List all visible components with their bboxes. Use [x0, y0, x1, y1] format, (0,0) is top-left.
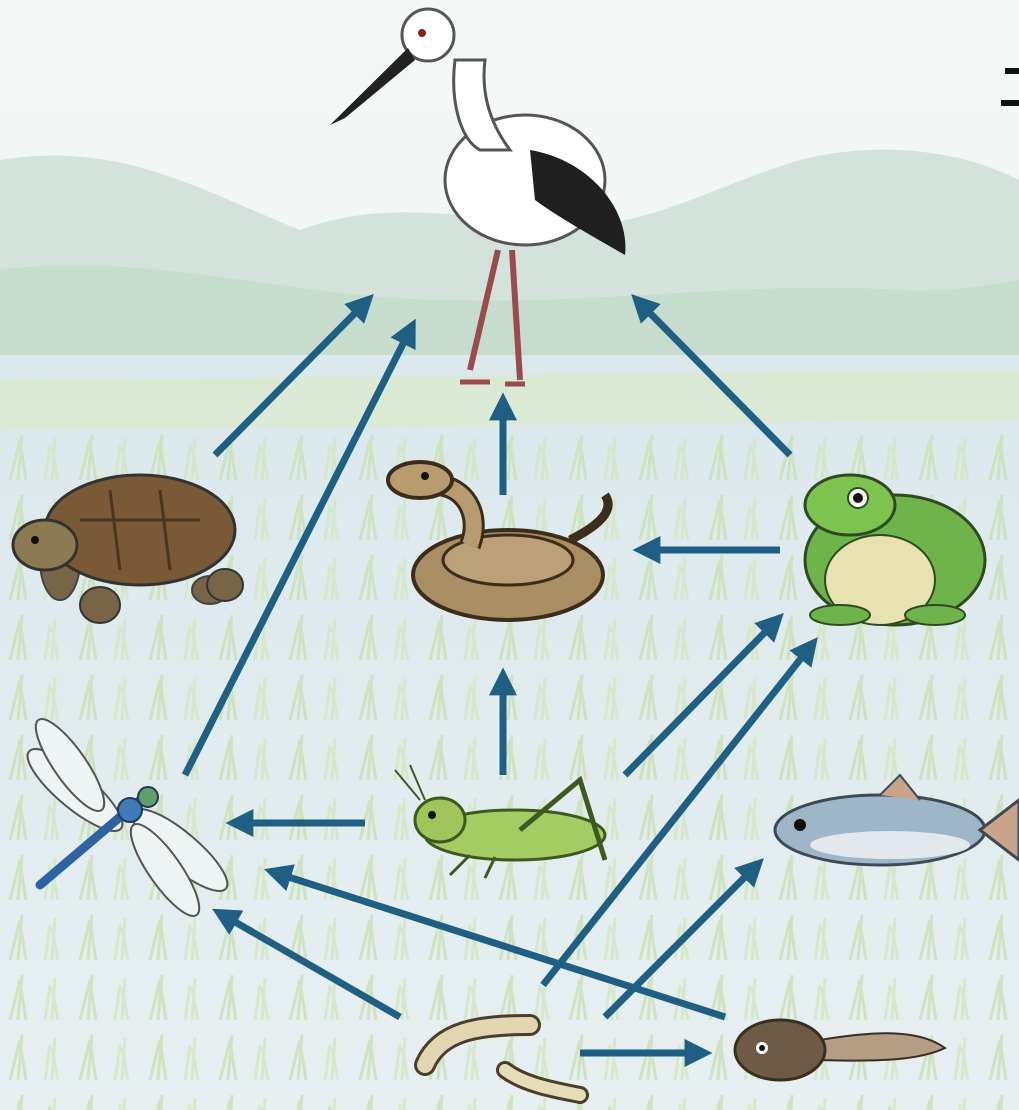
partial-glyph-mark: [1001, 60, 1019, 120]
